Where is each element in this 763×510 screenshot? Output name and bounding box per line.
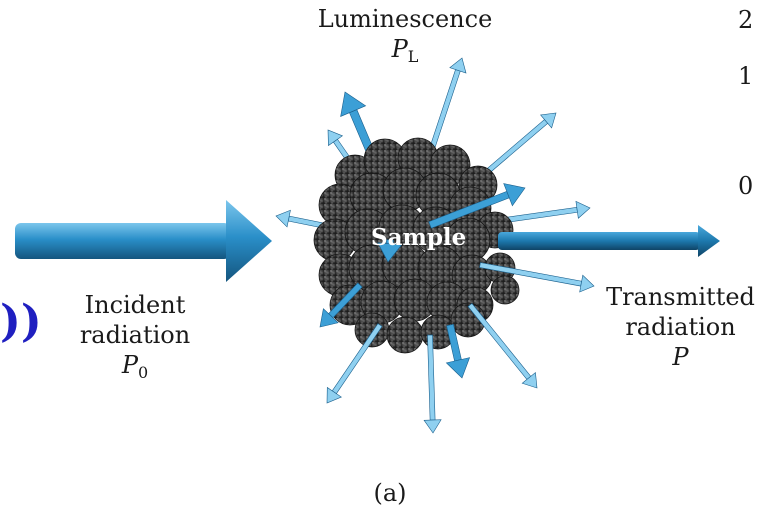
figure-caption: (a) [373,479,407,507]
sample-particle [490,275,520,305]
ray-down-left [326,323,383,404]
luminescence-symbol: PL [391,35,419,66]
transmitted-line2: radiation [625,313,736,341]
transmitted-beam-arrow [498,225,720,257]
ray-center [377,239,403,263]
sample-particle [386,316,424,354]
ray-short-right [428,183,526,229]
ray-left-down [319,282,363,328]
incident-radiation-label: Incident radiation P0 [55,290,215,388]
sample-label: Sample [371,224,467,251]
sample-particle [354,312,390,348]
incident-symbol: P0 [121,351,149,382]
transmitted-line1: Transmitted [606,283,755,311]
cropped-paren-fragment: )) [0,296,42,347]
ray-down-right [467,303,538,389]
incident-line2: radiation [79,321,191,349]
ray-down-right-thick [445,323,471,379]
edge-number-1: 1 [738,62,754,90]
transmitted-symbol: P [672,343,689,371]
sample-particle-cluster [313,137,520,354]
edge-number-2: 2 [738,6,754,34]
edge-number-0: 0 [738,172,754,200]
ray-right-down [479,262,595,293]
incident-line1: Incident [84,291,186,319]
luminescence-text: Luminescence [317,5,493,33]
incident-beam-arrow [15,200,272,282]
luminescence-rays-front [319,183,595,434]
luminescence-label: Luminescence PL [300,4,510,72]
ray-down [423,334,442,434]
transmitted-radiation-label: Transmitted radiation P [598,282,763,372]
